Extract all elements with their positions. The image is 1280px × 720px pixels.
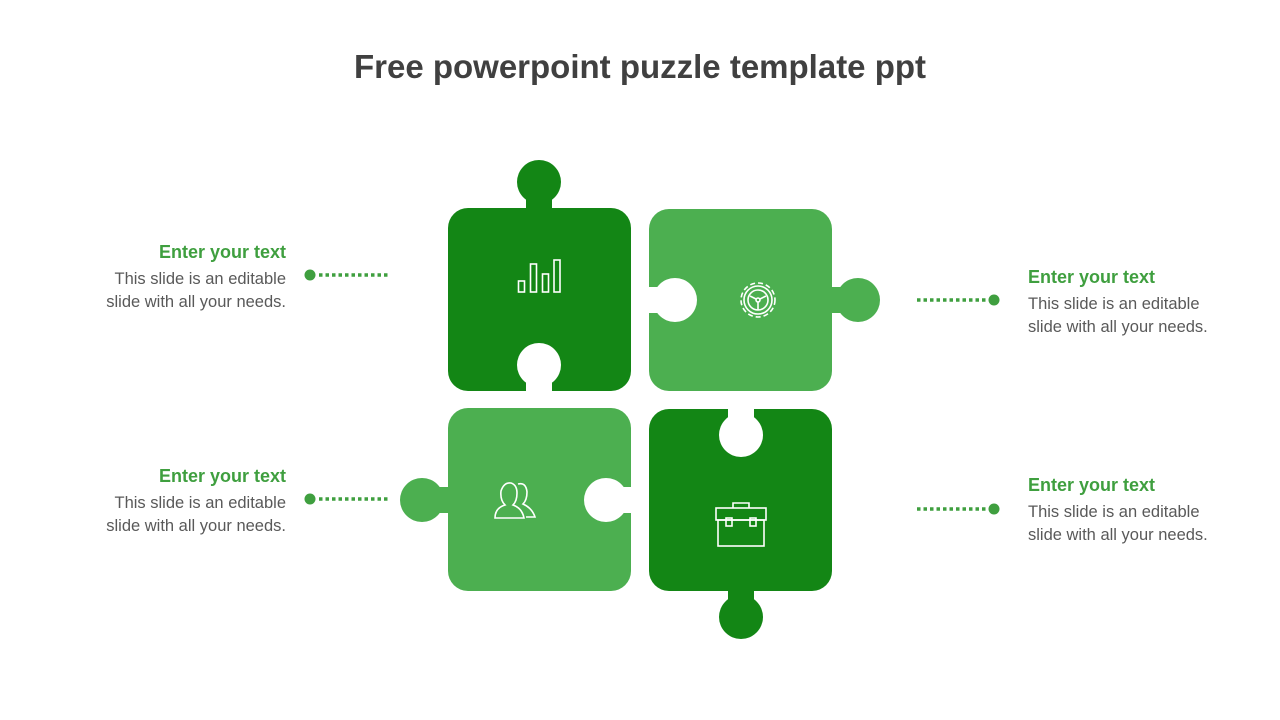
block-heading: Enter your text bbox=[158, 466, 286, 486]
block-heading: Enter your text bbox=[1028, 475, 1156, 495]
block-line: This slide is an editable bbox=[114, 270, 286, 288]
users-icon bbox=[494, 482, 537, 519]
block-line: slide with all your needs. bbox=[106, 293, 286, 311]
text-block-1: Enter your text This slide is an editabl… bbox=[56, 240, 286, 314]
block-line: This slide is an editable bbox=[1028, 503, 1200, 521]
block-line: slide with all your needs. bbox=[106, 517, 286, 535]
block-line: slide with all your needs. bbox=[1028, 318, 1208, 336]
text-block-3: Enter your text This slide is an editabl… bbox=[56, 464, 286, 538]
connector-1 bbox=[304, 269, 388, 281]
connector-4 bbox=[917, 503, 1000, 515]
block-heading: Enter your text bbox=[1028, 267, 1156, 287]
block-heading: Enter your text bbox=[158, 242, 286, 262]
puzzle-piece-4 bbox=[649, 406, 832, 639]
puzzle-piece-1 bbox=[448, 160, 631, 392]
block-line: This slide is an editable bbox=[1028, 295, 1200, 313]
connector-3 bbox=[304, 493, 388, 505]
block-line: This slide is an editable bbox=[114, 494, 286, 512]
slide-title: Free powerpoint puzzle template ppt bbox=[353, 48, 927, 85]
bar-chart-icon bbox=[517, 259, 561, 293]
connector-2 bbox=[917, 294, 1000, 306]
block-line: slide with all your needs. bbox=[1028, 526, 1208, 544]
gear-icon bbox=[740, 282, 776, 318]
briefcase-icon bbox=[715, 502, 767, 547]
puzzle-piece-2 bbox=[647, 209, 880, 391]
text-block-2: Enter your text This slide is an editabl… bbox=[1028, 265, 1258, 339]
text-block-4: Enter your text This slide is an editabl… bbox=[1028, 473, 1258, 547]
puzzle-piece-3 bbox=[400, 408, 634, 591]
